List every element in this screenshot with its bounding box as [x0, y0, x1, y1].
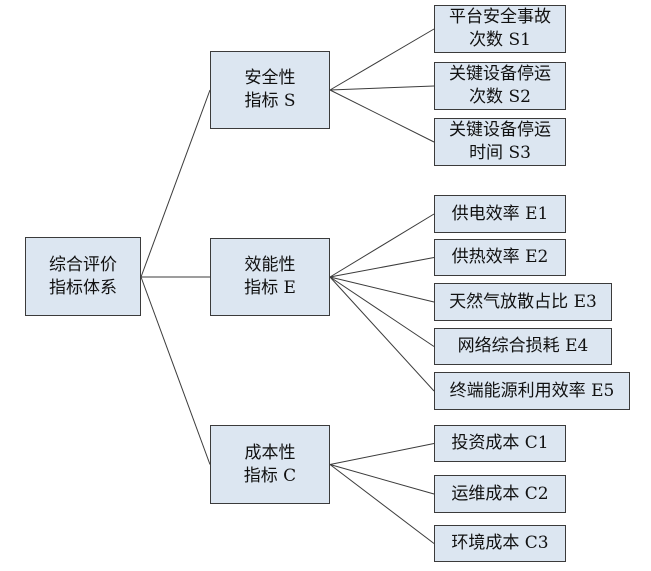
- leaf-label: 投资成本 C1: [451, 433, 549, 453]
- leaf-node-e5: 终端能源利用效率 E5: [434, 372, 630, 410]
- connector-category-to-leaf: [329, 85, 435, 91]
- connector-category-to-leaf: [329, 28, 435, 91]
- leaf-node-c1: 投资成本 C1: [434, 425, 566, 462]
- connector-root-to-category: [140, 89, 211, 278]
- leaf-label-line-1: 平台安全事故: [449, 7, 551, 27]
- root-node-line-1: 综合评价: [49, 254, 117, 275]
- leaf-label: 运维成本 C2: [451, 483, 549, 504]
- connector-root-to-category: [140, 276, 211, 465]
- connector-category-to-leaf: [329, 276, 435, 347]
- connector-category-to-leaf: [329, 276, 435, 303]
- leaf-label-line-2: 时间 S3: [469, 143, 531, 163]
- leaf-node-c3: 环境成本 C3: [434, 525, 566, 562]
- connector-category-to-leaf: [329, 464, 435, 544]
- connector-category-to-leaf: [329, 276, 435, 392]
- leaf-label-line-2: 次数 S1: [469, 30, 531, 50]
- category-label-line-2: 指标 C: [243, 465, 297, 486]
- leaf-node-e4: 网络综合损耗 E4: [434, 328, 612, 365]
- root-node: 综合评价 指标体系: [25, 237, 141, 316]
- category-node-efficiency: 效能性 指标 E: [210, 238, 330, 316]
- leaf-label: 环境成本 C3: [451, 533, 549, 553]
- leaf-node-e2: 供热效率 E2: [434, 239, 566, 276]
- connector-category-to-leaf: [329, 443, 435, 465]
- category-node-cost: 成本性 指标 C: [210, 425, 330, 504]
- connector-category-to-leaf: [329, 257, 435, 278]
- leaf-label-line-2: 次数 S2: [469, 87, 531, 107]
- category-label-line-1: 成本性: [244, 442, 296, 463]
- leaf-label-line-1: 关键设备停运: [449, 120, 551, 140]
- leaf-label: 供电效率 E1: [451, 203, 549, 224]
- leaf-node-e3: 天然气放散占比 E3: [434, 283, 612, 321]
- leaf-node-s3: 关键设备停运 时间 S3: [434, 118, 566, 166]
- category-label-line-1: 效能性: [244, 255, 296, 275]
- leaf-label: 供热效率 E2: [451, 247, 549, 267]
- leaf-node-e1: 供电效率 E1: [434, 195, 566, 233]
- connector-category-to-leaf: [329, 464, 435, 495]
- leaf-label: 天然气放散占比 E3: [449, 291, 597, 312]
- leaf-label: 终端能源利用效率 E5: [449, 380, 615, 401]
- category-node-safety: 安全性 指标 S: [210, 51, 330, 129]
- leaf-node-c2: 运维成本 C2: [434, 475, 566, 513]
- leaf-node-s2: 关键设备停运 次数 S2: [434, 62, 566, 110]
- leaf-label-line-1: 关键设备停运: [449, 64, 551, 84]
- category-label-line-2: 指标 E: [244, 278, 296, 298]
- connector-category-to-leaf: [329, 89, 435, 143]
- category-label-line-1: 安全性: [244, 68, 296, 88]
- connector-category-to-leaf: [329, 213, 435, 278]
- root-node-line-2: 指标体系: [49, 277, 117, 298]
- category-label-line-2: 指标 S: [244, 91, 296, 111]
- leaf-node-s1: 平台安全事故 次数 S1: [434, 5, 566, 53]
- leaf-label: 网络综合损耗 E4: [457, 336, 589, 356]
